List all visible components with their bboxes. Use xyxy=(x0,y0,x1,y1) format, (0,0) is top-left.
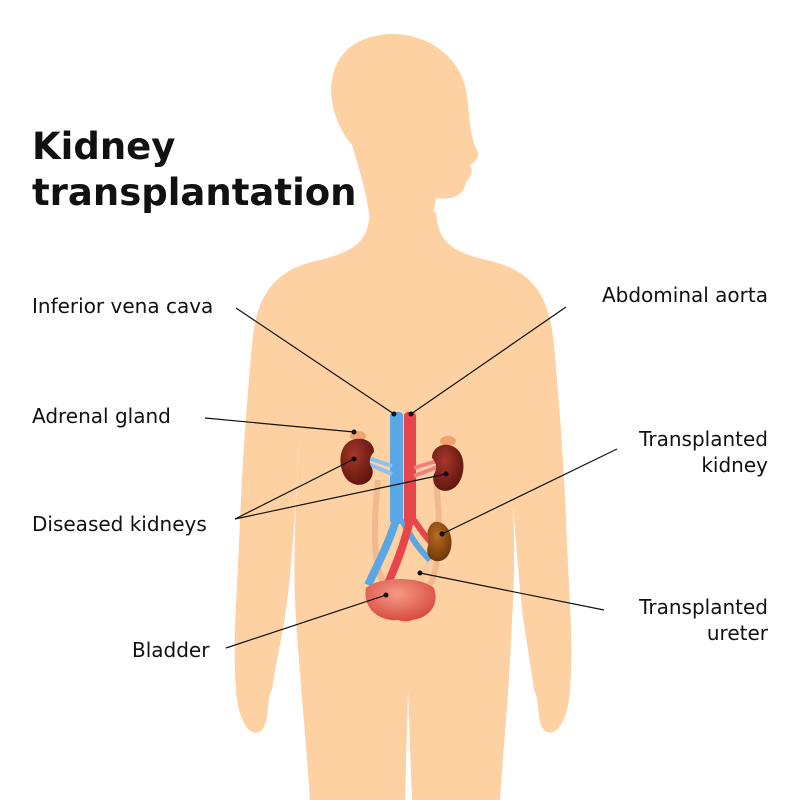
label-inferior-vena-cava: Inferior vena cava xyxy=(32,294,214,318)
label-diseased-kidneys: Diseased kidneys xyxy=(32,512,207,536)
leader-adrenal xyxy=(204,417,355,433)
leader-dots xyxy=(351,411,449,598)
title-line-1: Kidney xyxy=(32,125,176,168)
dot-transplanted-ureter xyxy=(417,570,423,576)
dot-transplanted-kidney xyxy=(439,531,445,537)
dot-vena-cava xyxy=(391,411,397,417)
label-abdominal-aorta: Abdominal aorta xyxy=(601,283,768,307)
label-adrenal-gland: Adrenal gland xyxy=(32,404,171,428)
iliac-vein-left xyxy=(364,518,400,587)
label-transplanted-ureter: Transplanted ureter xyxy=(639,594,768,646)
dot-diseased-right xyxy=(443,471,449,477)
leader-diseased-left xyxy=(234,458,355,520)
leader-transplanted-ureter xyxy=(419,572,605,611)
diseased-kidney-right xyxy=(432,444,464,491)
label-transplanted-kidney-line-1: Transplanted xyxy=(639,427,768,451)
bladder-shape xyxy=(365,579,436,622)
leader-lines xyxy=(204,306,618,649)
leader-diseased-right xyxy=(234,473,447,520)
label-transplanted-kidney-line-2: kidney xyxy=(701,453,768,477)
leader-transplanted-kidney xyxy=(441,448,618,535)
diagram-title: Kidney transplantation xyxy=(32,124,357,216)
dot-aorta xyxy=(408,411,414,417)
dot-bladder xyxy=(383,592,389,598)
label-transplanted-ureter-line-1: Transplanted xyxy=(639,595,768,619)
aorta-shape xyxy=(404,412,416,524)
leader-bladder xyxy=(225,594,387,649)
label-transplanted-ureter-line-2: ureter xyxy=(706,621,768,645)
diseased-kidney-left xyxy=(340,438,374,485)
label-bladder: Bladder xyxy=(132,638,210,662)
iliac-vein-right xyxy=(399,518,433,563)
left-ureter xyxy=(371,479,387,587)
dot-diseased-left xyxy=(351,456,357,462)
title-line-2: transplantation xyxy=(32,171,357,214)
leader-aorta xyxy=(410,306,567,415)
head-shape xyxy=(331,33,479,222)
renal-vessels-left xyxy=(367,456,393,476)
label-transplanted-kidney: Transplanted kidney xyxy=(639,426,768,478)
vena-cava-shape xyxy=(390,412,403,524)
leader-vena-cava xyxy=(235,307,395,415)
dot-adrenal xyxy=(351,429,357,435)
adrenal-gland-right xyxy=(440,436,456,446)
